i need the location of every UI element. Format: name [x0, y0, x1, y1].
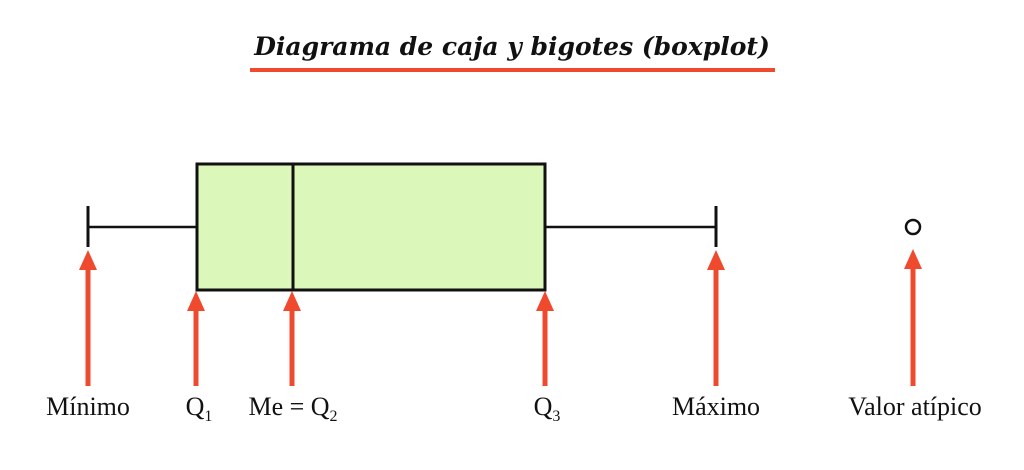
label-median-text: Me = Q — [248, 392, 330, 421]
label-maximum: Máximo — [671, 392, 761, 421]
arrow-maximum — [707, 250, 725, 386]
outlier-point — [904, 218, 922, 236]
label-q1: Q1 — [186, 392, 213, 426]
diagram-title: Diagrama de caja y bigotes (boxplot) — [254, 32, 770, 61]
label-q1-text: Q — [185, 392, 205, 421]
arrow-minimum — [79, 250, 97, 386]
label-q3-sub: 3 — [552, 408, 561, 426]
interquartile-box — [195, 162, 547, 292]
label-median-sub: 2 — [329, 408, 338, 426]
arrow-outlier — [904, 249, 922, 386]
arrow-q1 — [187, 291, 205, 386]
label-outlier: Valor atípico — [848, 392, 982, 421]
arrow-q3 — [536, 291, 554, 386]
label-q3: Q3 — [534, 392, 561, 426]
arrow-median — [283, 291, 301, 386]
label-median: Me = Q2 — [248, 392, 337, 426]
label-q3-text: Q — [533, 392, 553, 421]
label-minimum: Mínimo — [46, 392, 130, 421]
label-q1-sub: 1 — [204, 408, 213, 426]
